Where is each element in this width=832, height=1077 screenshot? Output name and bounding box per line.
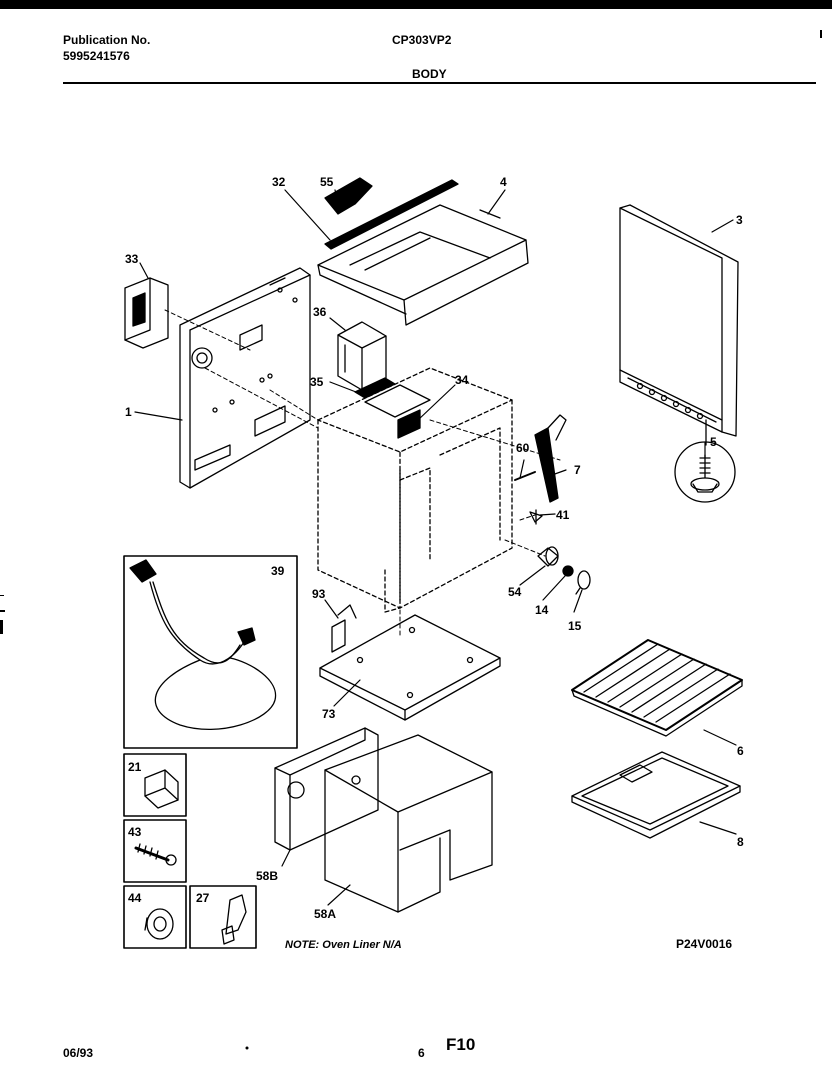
top-border-bar — [0, 0, 832, 9]
part-33-box — [124, 277, 169, 349]
scan-specks — [0, 30, 822, 1050]
publication-label: Publication No. — [63, 33, 151, 47]
part-21-box — [123, 753, 187, 817]
part-39-power-cord-box — [123, 555, 298, 749]
callout-32: 32 — [272, 175, 286, 189]
callout-14: 14 — [535, 603, 549, 617]
callout-3: 3 — [736, 213, 743, 227]
drawing-code: P24V0016 — [676, 937, 732, 951]
part-44-box — [123, 885, 187, 949]
part-4-top-frame — [317, 204, 529, 326]
publication-number: 5995241576 — [63, 49, 130, 63]
callout-8: 8 — [737, 835, 744, 849]
part-15-knob — [575, 570, 591, 595]
callout-27: 27 — [196, 891, 210, 905]
part-43-box — [123, 819, 187, 883]
part-14-washer — [562, 565, 574, 577]
part-5-leveling-leg — [674, 419, 736, 503]
callout-58B: 58B — [256, 869, 278, 883]
callout-93: 93 — [312, 587, 326, 601]
part-58A-liner-cover — [324, 734, 493, 913]
part-41-clip — [529, 509, 543, 525]
part-27-box — [189, 885, 257, 949]
part-73-bottom-plate — [319, 614, 501, 721]
callout-21: 21 — [128, 760, 142, 774]
part-58B-side-panel — [274, 727, 379, 851]
callout-36: 36 — [313, 305, 327, 319]
part-54-bushing — [537, 546, 559, 567]
footer-date: 06/93 — [63, 1046, 93, 1060]
callout-44: 44 — [128, 891, 142, 905]
part-32-strip — [324, 179, 459, 250]
guide-lines — [164, 309, 561, 637]
header-rule — [63, 82, 816, 84]
callout-6: 6 — [737, 744, 744, 758]
callout-73: 73 — [322, 707, 336, 721]
footer-page-code: F10 — [446, 1035, 475, 1054]
callout-43: 43 — [128, 825, 142, 839]
part-36-bracket — [337, 321, 387, 391]
callout-60: 60 — [516, 441, 530, 455]
oven-liner-note: NOTE: Oven Liner N/A — [285, 939, 402, 951]
part-3-side-panel — [619, 204, 739, 437]
callout-7: 7 — [574, 463, 581, 477]
leader-lines — [134, 189, 737, 906]
part-6-oven-rack — [571, 639, 743, 737]
part-1-back-panel — [179, 267, 311, 489]
callout-5: 5 — [710, 435, 717, 449]
footer-page-small: 6 — [418, 1046, 425, 1060]
callout-labels: 32 55 4 3 33 36 1 35 34 60 7 5 41 39 93 … — [63, 175, 744, 1060]
callout-33: 33 — [125, 252, 139, 266]
section-title: BODY — [412, 67, 447, 81]
part-55-seal — [324, 177, 373, 215]
part-60-pin — [514, 471, 536, 481]
model-number: CP303VP2 — [392, 33, 452, 47]
part-34-plate — [364, 384, 431, 439]
callout-55: 55 — [320, 175, 334, 189]
part-8-broiler-pan — [571, 751, 741, 839]
callout-1: 1 — [125, 405, 132, 419]
callout-35: 35 — [310, 375, 324, 389]
part-35-small-plate — [354, 377, 396, 399]
callout-41: 41 — [556, 508, 570, 522]
main-body-frame — [317, 367, 513, 613]
callout-15: 15 — [568, 619, 582, 633]
callout-39: 39 — [271, 564, 285, 578]
callout-54: 54 — [508, 585, 522, 599]
callout-34: 34 — [455, 373, 469, 387]
callout-4: 4 — [500, 175, 507, 189]
part-93-bracket — [331, 604, 357, 653]
part-7-hinge — [534, 414, 567, 503]
callout-58A: 58A — [314, 907, 336, 921]
